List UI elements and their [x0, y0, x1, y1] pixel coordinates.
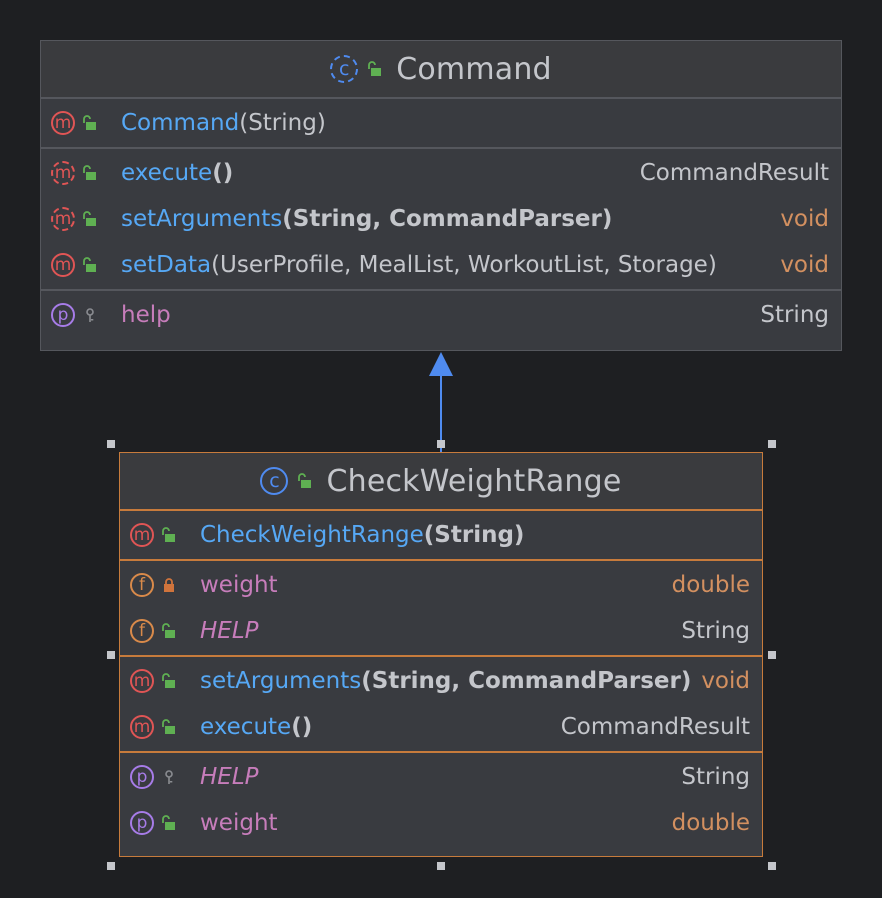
class-header-icons: c: [330, 55, 382, 83]
class-box-command[interactable]: c Command m Command(String) m execute() …: [40, 40, 842, 351]
private-lock-icon: [164, 578, 174, 592]
method-name: execute: [200, 714, 292, 740]
inheritance-arrow-line: [440, 372, 442, 452]
method-params: (UserProfile, MealList, WorkoutList, Sto…: [211, 252, 717, 278]
public-visibility-icon: [368, 61, 382, 76]
method-return-type: void: [701, 668, 750, 694]
method-params: (): [291, 714, 313, 740]
class-title: CheckWeightRange: [326, 463, 622, 499]
method-icon: m: [130, 669, 154, 693]
public-visibility-icon: [162, 719, 175, 734]
property-row[interactable]: p weight double: [120, 800, 762, 846]
public-visibility-icon: [162, 623, 175, 638]
method-name: setData: [121, 252, 212, 278]
resize-handle-top-center[interactable]: [437, 440, 445, 448]
method-return-type: CommandResult: [560, 714, 750, 740]
field-type: double: [671, 572, 750, 598]
class-header-check-weight-range: c CheckWeightRange: [120, 453, 762, 511]
method-params: (String, CommandParser): [361, 668, 692, 694]
abstract-method-icon: m: [51, 207, 75, 231]
constructor-name: Command: [121, 110, 240, 136]
public-visibility-icon: [162, 527, 175, 542]
property-icon: p: [130, 765, 154, 789]
property-row[interactable]: p help String: [41, 292, 841, 338]
property-name: weight: [200, 810, 278, 836]
field-type: String: [681, 618, 750, 644]
class-header-icons: c: [260, 467, 312, 495]
field-row[interactable]: f weight double: [120, 562, 762, 608]
class-title: Command: [396, 51, 552, 87]
field-icon: f: [130, 619, 154, 643]
abstract-class-icon: c: [330, 55, 359, 83]
property-name: help: [121, 302, 171, 328]
method-name: setArguments: [200, 668, 362, 694]
public-visibility-icon: [298, 473, 312, 488]
method-icon: m: [51, 253, 75, 277]
class-header-command: c Command: [41, 41, 841, 99]
field-name: HELP: [200, 618, 259, 644]
constructor-params: (String): [423, 522, 525, 548]
properties-section: p HELP String p weight double: [120, 751, 762, 847]
public-visibility-icon: [83, 211, 96, 226]
field-row[interactable]: f HELP String: [120, 608, 762, 654]
fields-section: f weight double f HELP String: [120, 559, 762, 655]
class-box-check-weight-range[interactable]: c CheckWeightRange m CheckWeightRange(St…: [119, 452, 763, 857]
resize-handle-top-left[interactable]: [107, 440, 115, 448]
method-row[interactable]: m execute() CommandResult: [41, 150, 841, 196]
method-return-type: void: [780, 252, 829, 278]
method-name: execute: [121, 160, 213, 186]
field-name: weight: [200, 572, 278, 598]
method-params: (String, CommandParser): [282, 206, 613, 232]
methods-section: m execute() CommandResult m setArguments…: [41, 147, 841, 289]
class-icon: c: [260, 467, 289, 495]
method-row[interactable]: m setData(UserProfile, MealList, Workout…: [41, 242, 841, 288]
constructor-row[interactable]: m CheckWeightRange(String): [120, 512, 762, 558]
resize-handle-middle-left[interactable]: [107, 651, 115, 659]
resize-handle-bottom-center[interactable]: [437, 862, 445, 870]
property-icon: p: [130, 811, 154, 835]
public-visibility-icon: [162, 673, 175, 688]
method-row[interactable]: m setArguments(String, CommandParser) vo…: [41, 196, 841, 242]
public-visibility-icon: [83, 165, 96, 180]
resize-handle-bottom-right[interactable]: [768, 862, 776, 870]
public-visibility-icon: [83, 115, 96, 130]
constructor-name: CheckWeightRange: [200, 522, 424, 548]
getter-key-icon: [86, 308, 94, 322]
constructors-section: m Command(String): [41, 99, 841, 147]
resize-handle-bottom-left[interactable]: [107, 862, 115, 870]
method-return-type: void: [780, 206, 829, 232]
method-icon: m: [130, 523, 154, 547]
property-type: String: [681, 764, 750, 790]
resize-handle-middle-right[interactable]: [768, 651, 776, 659]
inheritance-arrow-head: [429, 352, 453, 376]
method-icon: m: [51, 111, 75, 135]
abstract-method-icon: m: [51, 161, 75, 185]
constructor-row[interactable]: m Command(String): [41, 100, 841, 146]
property-type: String: [760, 302, 829, 328]
resize-handle-top-right[interactable]: [768, 440, 776, 448]
method-name: setArguments: [121, 206, 283, 232]
property-name: HELP: [200, 764, 259, 790]
field-icon: f: [130, 573, 154, 597]
property-type: double: [671, 810, 750, 836]
methods-section: m setArguments(String, CommandParser) vo…: [120, 655, 762, 751]
property-icon: p: [51, 303, 75, 327]
constructors-section: m CheckWeightRange(String): [120, 511, 762, 559]
properties-section: p help String: [41, 289, 841, 339]
method-row[interactable]: m setArguments(String, CommandParser) vo…: [120, 658, 762, 704]
method-params: (): [212, 160, 234, 186]
constructor-params: (String): [239, 110, 326, 136]
method-icon: m: [130, 715, 154, 739]
method-row[interactable]: m execute() CommandResult: [120, 704, 762, 750]
public-visibility-icon: [83, 257, 96, 272]
getter-key-icon: [165, 770, 173, 784]
property-row[interactable]: p HELP String: [120, 754, 762, 800]
method-return-type: CommandResult: [639, 160, 829, 186]
public-visibility-icon: [162, 815, 175, 830]
